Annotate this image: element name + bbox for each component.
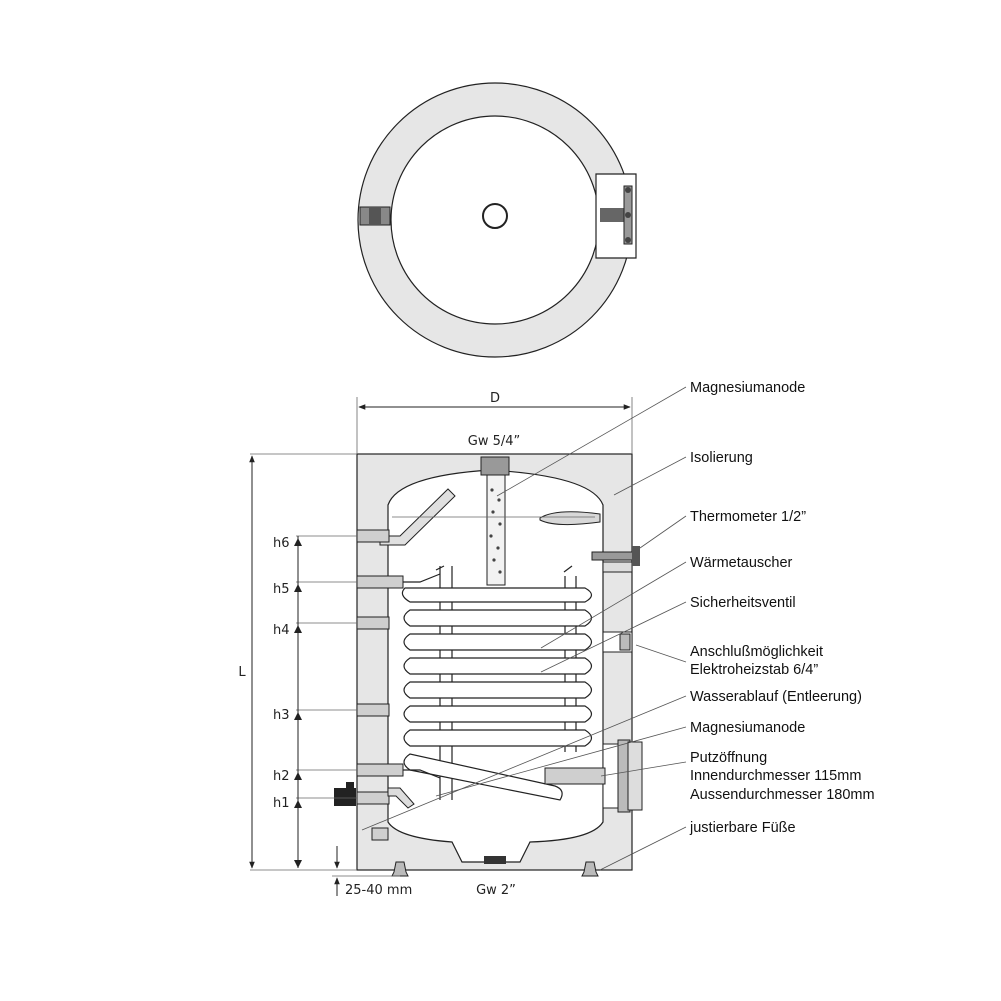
right-upper-socket [602,561,633,573]
heat-exchanger-coil [401,565,593,801]
label-sicherheitsventil: Sicherheitsventil [690,595,796,611]
label-putz-line2: Innendurchmesser 115mm [690,768,861,784]
label-anschluss-line1: Anschlußmöglichkeit [690,644,823,660]
label-magnesiumanode-top: Magnesiumanode [690,380,805,396]
top-socket [480,456,510,476]
dim-gw-bottom: Gw 2” [476,883,516,898]
label-wasserablauf: Wasserablauf (Entleerung) [690,689,862,705]
top-view-flange [595,173,637,259]
label-isolierung: Isolierung [690,450,753,466]
dim-h4: h4 [273,623,290,638]
label-magnesiumanode-bottom: Magnesiumanode [690,720,805,736]
label-fuesse: justierbare Füße [689,820,796,836]
inspection-flange [544,739,643,813]
anode-rod [486,474,506,586]
label-putz-line1: Putzöffnung [690,750,767,766]
dim-h1: h1 [273,796,290,811]
leader-lines [361,386,687,871]
left-connections [356,529,404,841]
label-putz-line3: Aussendurchmesser 180mm [690,787,875,803]
label-waermetauscher: Wärmetauscher [690,555,793,571]
dim-L: L [238,665,246,680]
dim-h3: h3 [273,708,290,723]
dim-gw-top: Gw 5/4” [468,434,521,449]
label-anschluss-line2: Elektroheizstab 6/4” [690,662,818,678]
top-view-anode-port [482,203,508,229]
dim-h5: h5 [273,582,290,597]
dim-feet-range: 25-40 mm [345,883,412,898]
side-view [334,453,643,877]
feet [391,861,599,877]
bottom-socket [484,856,506,864]
thermometer-stub [591,551,637,561]
dim-h2: h2 [273,769,290,784]
dimension-lines [249,397,633,896]
top-view [357,82,637,358]
drain-valve [334,788,356,806]
dim-D: D [490,391,500,406]
callout-labels: Magnesiumanode Isolierung Thermometer 1/… [689,380,875,836]
dim-h6: h6 [273,536,290,551]
heater-socket [619,633,631,651]
label-thermometer: Thermometer 1/2” [690,509,806,525]
